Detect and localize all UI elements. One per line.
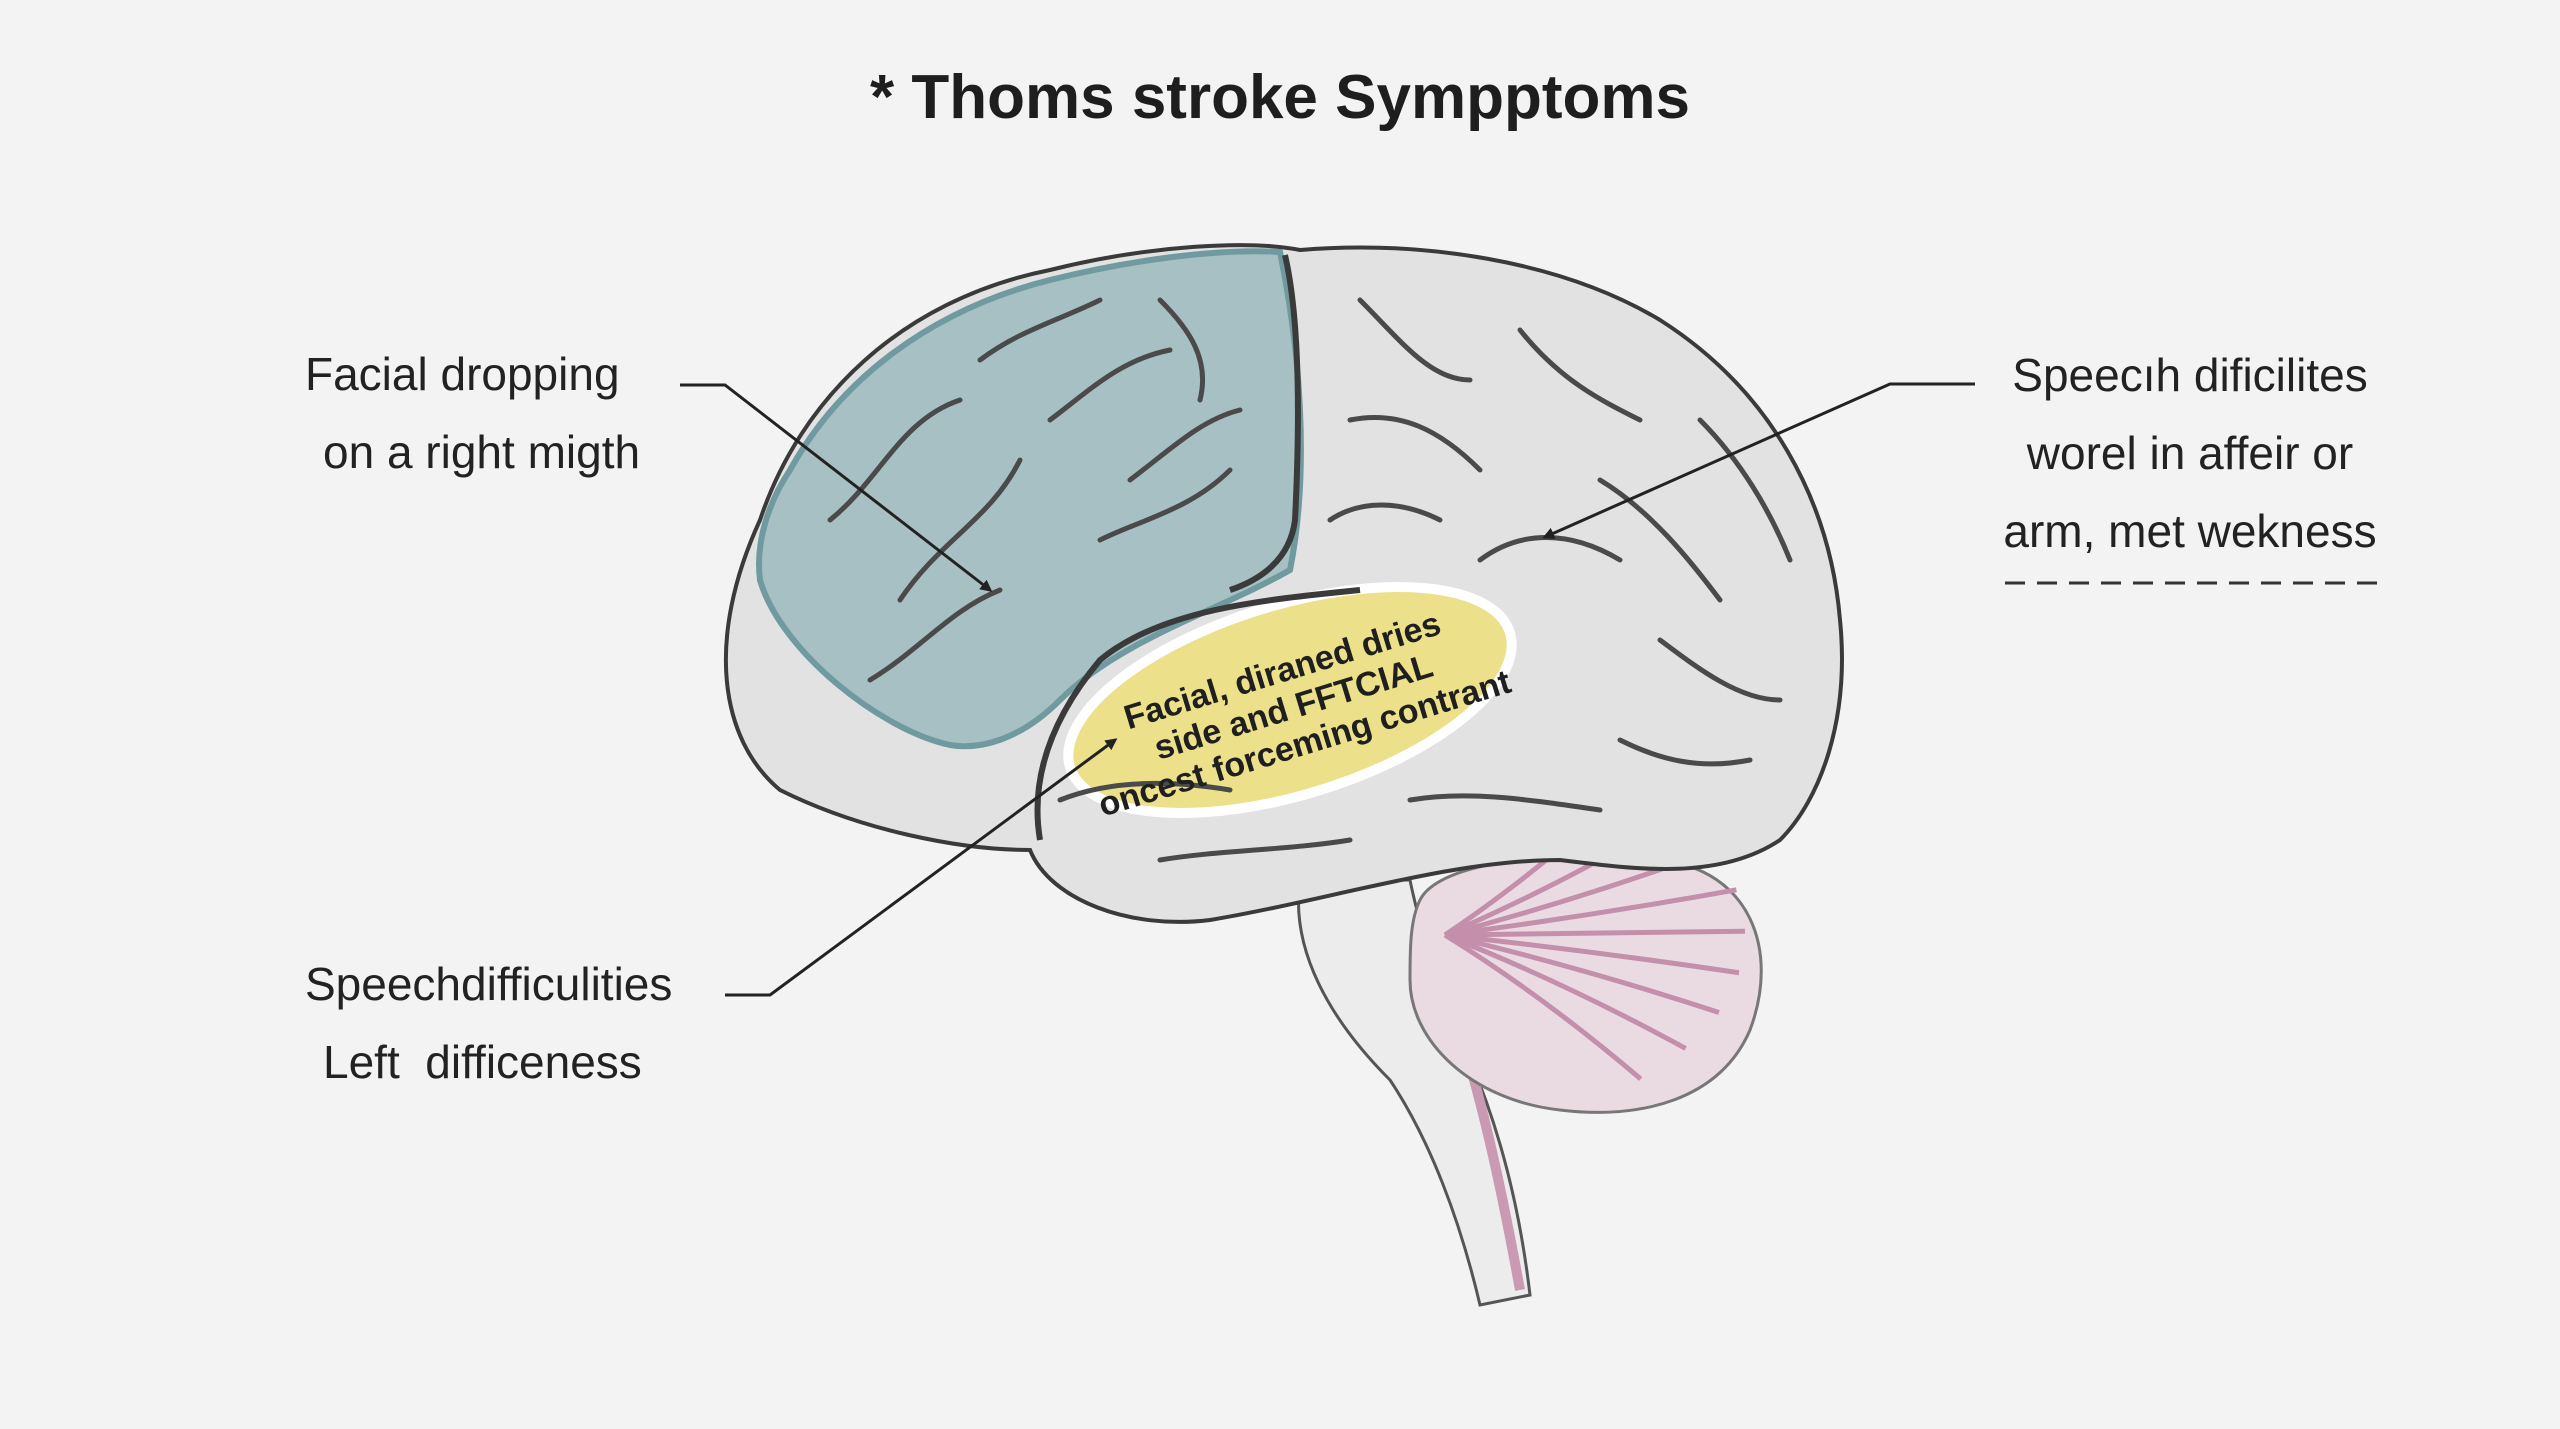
leader-top-right [1542, 382, 1975, 539]
label-line: worel in affeir or [2026, 427, 2354, 479]
leader-bottom-left [725, 738, 1118, 997]
label-line: Speecıh dificilites [2012, 349, 2368, 401]
label-line: Left difficeness [323, 1036, 642, 1088]
label-facial-dropping: Facial dropping on a right migth [305, 335, 640, 491]
label-line: Speechdifficulities [305, 958, 673, 1010]
central-sulcus [1229, 254, 1301, 593]
label-speech-difficulties-left: Speechdifficulities Left difficeness [305, 945, 672, 1101]
label-line: on a right migth [323, 426, 641, 478]
label-line: arm, met wekness [2003, 505, 2377, 557]
label-line: Facial dropping [305, 348, 620, 400]
lateral-fissure [1034, 587, 1361, 841]
cerebellum [1408, 784, 1763, 1114]
brain-sulci [827, 297, 1793, 863]
diagram-title: * Thoms stroke Sympptoms [870, 63, 1690, 132]
temporal-lobe-highlight [1063, 581, 1517, 819]
leader-top-left [680, 383, 993, 592]
label-speech-difficulties-right: Speecıh dificilites worel in affeir or a… [1985, 336, 2395, 570]
